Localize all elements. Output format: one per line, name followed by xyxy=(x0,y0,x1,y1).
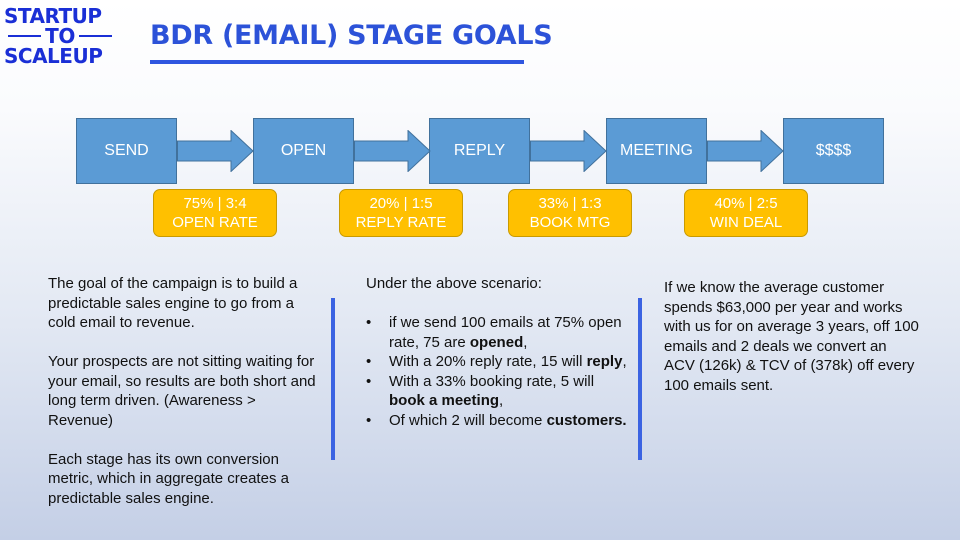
list-item: With a 20% reply rate, 15 will reply, xyxy=(366,352,628,372)
left-text-column: The goal of the campaign is to build a p… xyxy=(48,274,324,528)
rate-ratio: 33% | 1:3 xyxy=(538,195,602,212)
arrow-icon xyxy=(707,130,784,172)
rate-label: REPLY RATE xyxy=(355,214,447,231)
column-divider xyxy=(638,298,642,460)
rate-ratio: 75% | 3:4 xyxy=(183,195,247,212)
list-item: With a 33% booking rate, 5 will book a m… xyxy=(366,372,628,411)
company-logo: STARTUP TO SCALEUP xyxy=(4,6,116,66)
logo-line-2: TO xyxy=(4,26,116,46)
rate-label: BOOK MTG xyxy=(529,214,611,231)
list-item: if we send 100 emails at 75% open rate, … xyxy=(366,313,628,352)
rate-ratio: 20% | 1:5 xyxy=(369,195,433,212)
right-text-column: If we know the average customer spends $… xyxy=(664,278,920,415)
list-item: Of which 2 will become customers. xyxy=(366,411,628,431)
column-divider xyxy=(331,298,335,460)
arrow-icon xyxy=(177,130,254,172)
rate-label: OPEN RATE xyxy=(172,214,258,231)
logo-line-1: STARTUP xyxy=(4,4,102,28)
logo-line-3: SCALEUP xyxy=(4,44,103,68)
scenario-list: if we send 100 emails at 75% open rate, … xyxy=(366,313,628,430)
page-title: BDR (EMAIL) STAGE GOALS xyxy=(150,20,553,51)
stage-send: SEND xyxy=(76,118,177,184)
bullets-intro: Under the above scenario: xyxy=(366,275,542,292)
arrow-icon xyxy=(530,130,607,172)
rate-ratio: 40% | 2:5 xyxy=(714,195,778,212)
win-deal-badge: 40% | 2:5 WIN DEAL xyxy=(684,189,808,237)
book-meeting-badge: 33% | 1:3 BOOK MTG xyxy=(508,189,632,237)
stage-reply: REPLY xyxy=(429,118,530,184)
stage-revenue: $$$$ xyxy=(783,118,884,184)
reply-rate-badge: 20% | 1:5 REPLY RATE xyxy=(339,189,463,237)
stage-meeting: MEETING xyxy=(606,118,707,184)
paragraph: Your prospects are not sitting waiting f… xyxy=(48,353,316,429)
open-rate-badge: 75% | 3:4 OPEN RATE xyxy=(153,189,277,237)
paragraph: Each stage has its own conversion metric… xyxy=(48,450,289,507)
stage-open: OPEN xyxy=(253,118,354,184)
rate-label: WIN DEAL xyxy=(709,214,783,231)
paragraph: If we know the average customer spends $… xyxy=(664,279,919,394)
title-underline xyxy=(150,60,524,64)
middle-text-column: Under the above scenario: if we send 100… xyxy=(366,274,628,430)
paragraph: The goal of the campaign is to build a p… xyxy=(48,275,298,331)
arrow-icon xyxy=(354,130,431,172)
